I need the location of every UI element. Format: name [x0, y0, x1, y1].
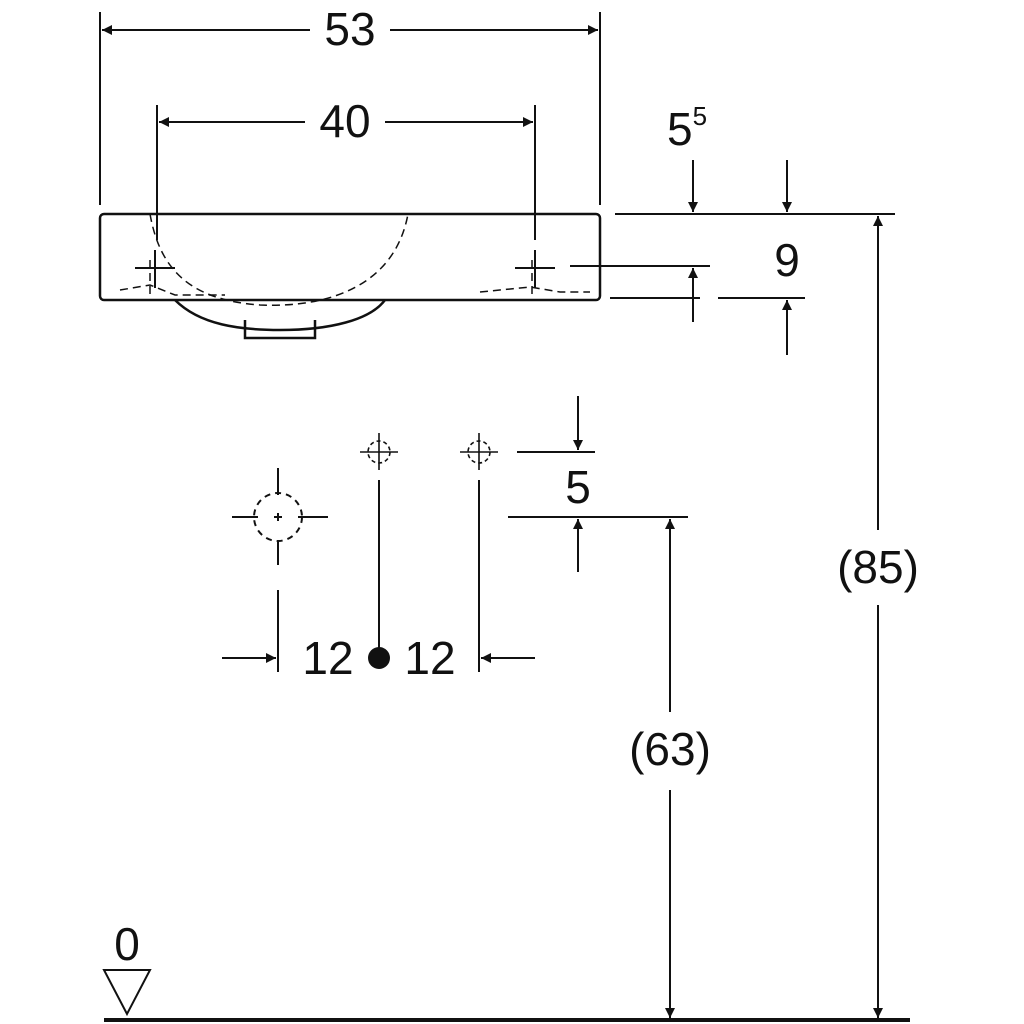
dim-pipe-right-label: 12	[404, 632, 455, 684]
dim-side-offset-label: 55	[667, 101, 707, 155]
mount-bolt-left-icon	[135, 250, 175, 288]
dim-basin-height	[570, 265, 805, 355]
dim-pipe-offset	[508, 396, 688, 572]
floor-level-label: 0	[114, 918, 140, 970]
floor-level-triangle-icon	[102, 969, 152, 1017]
dim-pipe-left-label: 12	[302, 632, 353, 684]
dim-basin-height-label: 9	[774, 234, 800, 286]
dim-total-width-label: 53	[324, 3, 375, 55]
drain-connection-icon	[232, 468, 328, 565]
mount-bolt-right-icon	[515, 250, 555, 288]
dim-mount-spacing	[156, 105, 536, 240]
dim-total-height-label: (85)	[837, 541, 919, 593]
dim-pipe-spacing	[222, 480, 535, 672]
dim-pipe-offset-label: 5	[565, 461, 591, 513]
supply-valve-left-icon	[360, 433, 398, 470]
basin-hidden-lines	[119, 213, 590, 306]
dim-side-offset	[615, 160, 895, 215]
pipe-center-dot	[368, 647, 390, 669]
supply-valve-right-icon	[460, 433, 498, 470]
dim-pipe-height-label: (63)	[629, 723, 711, 775]
basin-outline	[98, 212, 602, 340]
dim-total-width	[99, 12, 601, 205]
dim-mount-spacing-label: 40	[319, 95, 370, 147]
